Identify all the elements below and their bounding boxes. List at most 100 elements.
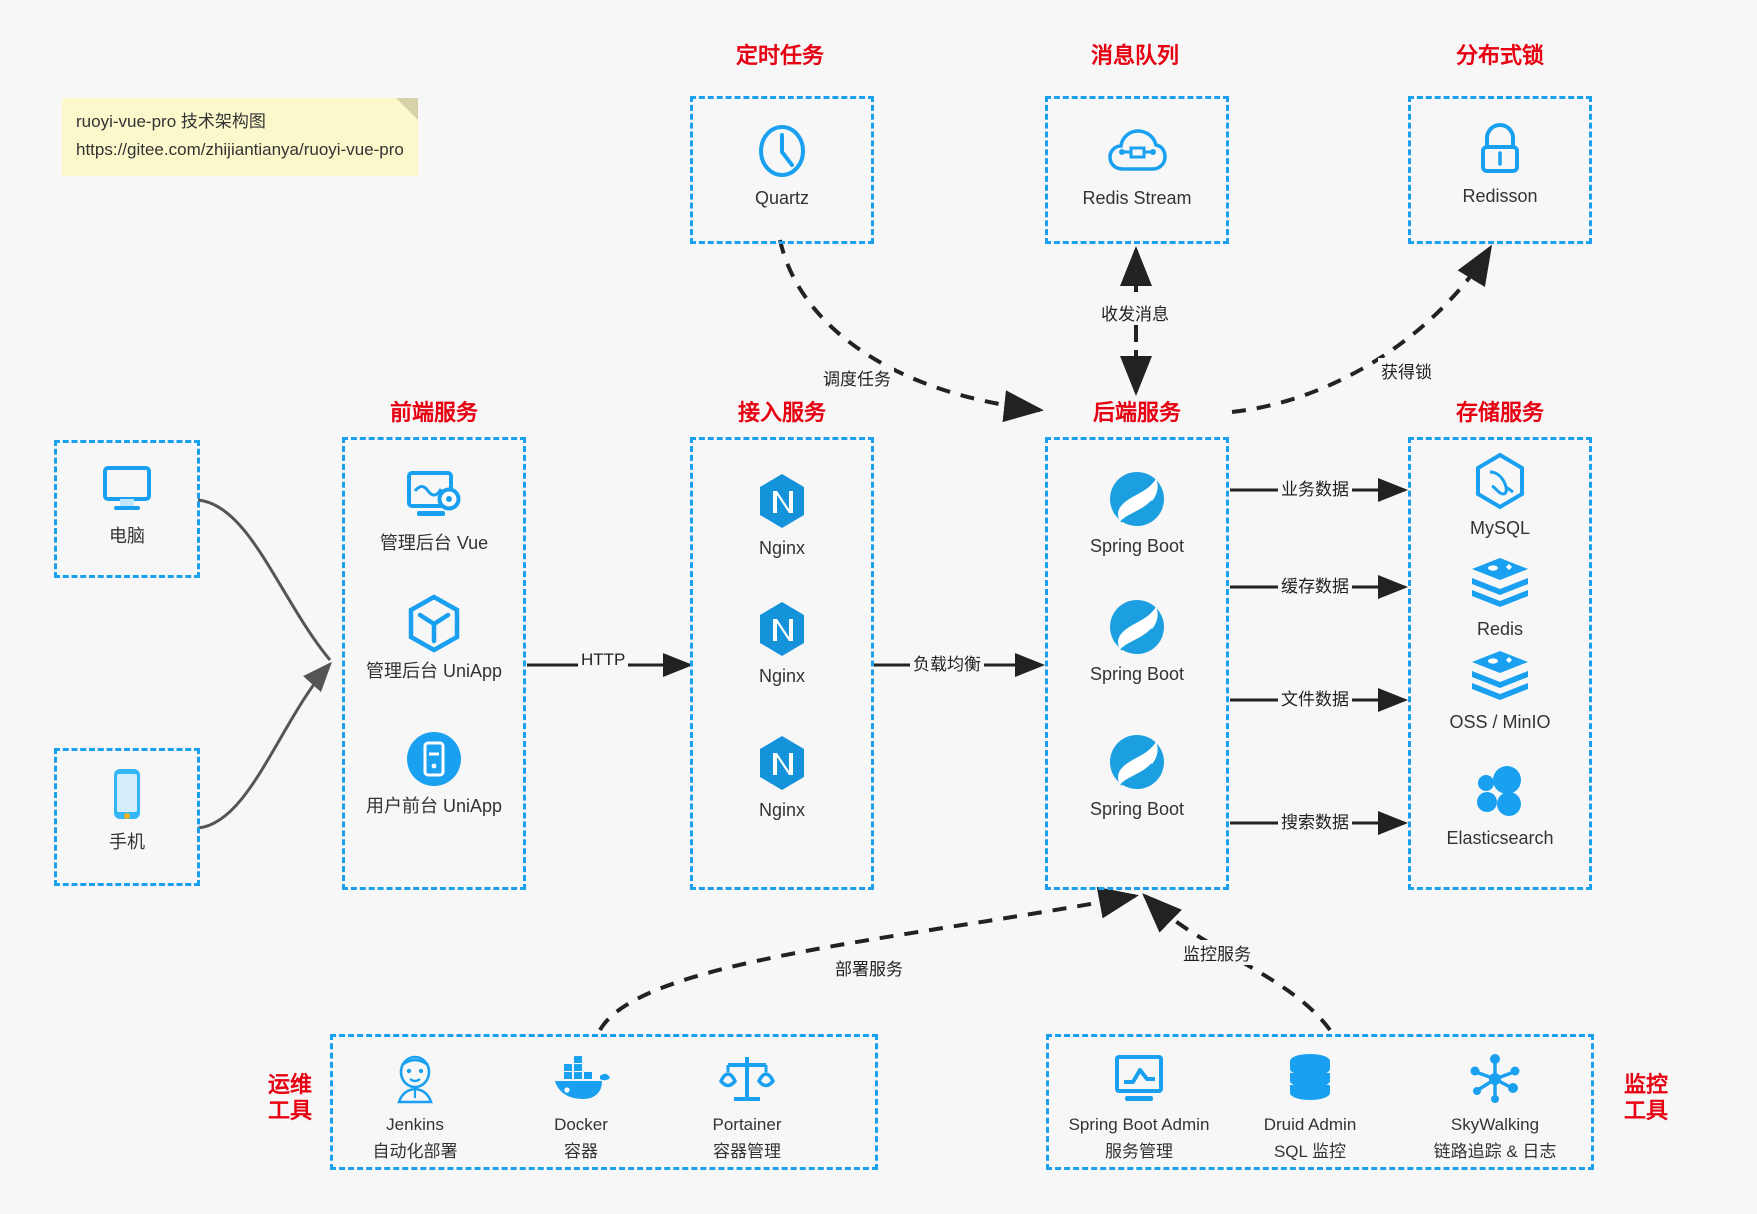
caption-monitoring-tools: 监控 工具 <box>1606 1072 1686 1125</box>
node-druid-admin[interactable]: Druid Admin SQL 监控 <box>1225 1048 1395 1164</box>
caption-monitoring-line-2: 工具 <box>1623 1098 1668 1124</box>
edge-label-http: HTTP <box>578 650 629 670</box>
node-label: 用户前台 UniApp <box>365 796 503 816</box>
clock-icon <box>702 120 862 182</box>
node-redis[interactable]: Redis <box>1420 551 1580 641</box>
node-label: Jenkins <box>386 1115 444 1134</box>
node-nginx-1[interactable]: Nginx <box>702 470 862 560</box>
node-label: Portainer <box>712 1115 782 1134</box>
node-mobile[interactable]: 手机 <box>47 764 207 854</box>
node-label: Redis Stream <box>1082 188 1192 208</box>
node-label: OSS / MinIO <box>1449 712 1551 732</box>
caption-distributed-lock: 分布式锁 <box>1455 43 1544 68</box>
group-distributed-lock <box>1408 96 1592 244</box>
node-spring-boot-admin[interactable]: Spring Boot Admin 服务管理 <box>1046 1048 1232 1164</box>
group-client-desktop <box>54 440 200 578</box>
group-access-service <box>690 437 874 890</box>
edge-label-cache-data: 缓存数据 <box>1278 572 1352 597</box>
node-label: Redisson <box>1462 186 1538 206</box>
group-scheduled-task <box>690 96 874 244</box>
node-redis-stream[interactable]: Redis Stream <box>1057 120 1217 210</box>
node-label: Docker <box>554 1115 608 1134</box>
node-skywalking[interactable]: SkyWalking 链路追踪 & 日志 <box>1400 1048 1590 1164</box>
caption-devops-line-2: 工具 <box>267 1098 312 1124</box>
node-label: SkyWalking <box>1450 1115 1540 1134</box>
admin-dashboard-icon <box>354 465 514 527</box>
edge-label-load-balance: 负载均衡 <box>910 650 984 675</box>
edge-schedule-task <box>778 239 1044 423</box>
group-frontend-service <box>342 437 526 890</box>
mobile-icon <box>47 764 207 826</box>
node-spring-boot-3[interactable]: Spring Boot <box>1057 731 1217 821</box>
docker-icon <box>498 1048 664 1110</box>
cloud-stream-icon <box>1057 120 1217 182</box>
desktop-icon <box>47 458 207 520</box>
cube-icon <box>354 593 514 655</box>
edge-label-acquire-lock: 获得锁 <box>1378 358 1435 383</box>
node-user-uniapp[interactable]: 用户前台 UniApp <box>354 728 514 818</box>
node-label: 电脑 <box>109 526 145 546</box>
node-elasticsearch[interactable]: Elasticsearch <box>1420 760 1580 850</box>
app-circle-icon <box>354 728 514 790</box>
caption-storage-service: 存储服务 <box>1455 400 1544 425</box>
node-redisson[interactable]: Redisson <box>1420 118 1580 208</box>
spring-boot-admin-icon <box>1046 1048 1232 1110</box>
note-line-1: ruoyi-vue-pro 技术架构图 <box>76 112 266 131</box>
note-line-2: https://gitee.com/zhijiantianya/ruoyi-vu… <box>76 140 404 160</box>
node-label: Elasticsearch <box>1446 828 1554 848</box>
node-docker[interactable]: Docker 容器 <box>498 1048 664 1164</box>
spring-leaf-icon <box>1057 468 1217 530</box>
group-message-queue <box>1045 96 1229 244</box>
node-label: 管理后台 UniApp <box>365 661 503 681</box>
node-spring-boot-1[interactable]: Spring Boot <box>1057 468 1217 558</box>
node-oss-minio[interactable]: OSS / MinIO <box>1420 644 1580 734</box>
node-nginx-3[interactable]: Nginx <box>702 732 862 822</box>
edge-label-business-data: 业务数据 <box>1278 475 1352 500</box>
edge-label-monitor-service: 监控服务 <box>1180 940 1254 965</box>
druid-db-icon <box>1225 1048 1395 1110</box>
edge-label-search-data: 搜索数据 <box>1278 808 1352 833</box>
oss-icon <box>1420 644 1580 706</box>
group-devops-tools <box>330 1034 878 1170</box>
spring-leaf-icon <box>1057 731 1217 793</box>
node-jenkins[interactable]: Jenkins 自动化部署 <box>332 1048 498 1164</box>
node-label: Nginx <box>758 538 806 558</box>
node-label: Redis <box>1476 619 1524 639</box>
node-sublabel: 服务管理 <box>1105 1141 1173 1161</box>
note-fold-icon <box>395 98 418 120</box>
edge-deploy-service <box>598 886 1139 1031</box>
nginx-icon <box>702 732 862 794</box>
mysql-icon <box>1420 450 1580 512</box>
group-client-mobile <box>54 748 200 886</box>
title-note: ruoyi-vue-pro 技术架构图 https://gitee.com/zh… <box>62 98 418 177</box>
node-quartz[interactable]: Quartz <box>702 120 862 210</box>
caption-devops-line-1: 运维 <box>267 1072 312 1097</box>
caption-monitoring-line-1: 监控 <box>1623 1072 1668 1097</box>
node-portainer[interactable]: Portainer 容器管理 <box>664 1048 830 1164</box>
node-nginx-2[interactable]: Nginx <box>702 598 862 688</box>
node-admin-uniapp[interactable]: 管理后台 UniApp <box>354 593 514 683</box>
nginx-icon <box>702 598 862 660</box>
node-desktop[interactable]: 电脑 <box>47 458 207 548</box>
edge-acquire-lock <box>1231 244 1493 414</box>
node-sublabel: 容器 <box>564 1141 598 1161</box>
caption-scheduled-task: 定时任务 <box>735 43 824 68</box>
edge-mobile-to-frontend <box>197 661 332 830</box>
node-mysql[interactable]: MySQL <box>1420 450 1580 540</box>
jenkins-icon <box>332 1048 498 1110</box>
node-label: 手机 <box>109 832 145 852</box>
node-spring-boot-2[interactable]: Spring Boot <box>1057 596 1217 686</box>
group-backend-service <box>1045 437 1229 890</box>
node-admin-vue[interactable]: 管理后台 Vue <box>354 465 514 555</box>
edge-label-deploy-service: 部署服务 <box>832 955 906 980</box>
edge-label-file-data: 文件数据 <box>1278 685 1352 710</box>
caption-access-service: 接入服务 <box>737 400 826 425</box>
caption-backend-service: 后端服务 <box>1092 400 1181 425</box>
caption-frontend-service: 前端服务 <box>389 400 478 425</box>
portainer-icon <box>664 1048 830 1110</box>
node-label: Nginx <box>758 800 806 820</box>
node-sublabel: 链路追踪 & 日志 <box>1433 1141 1557 1161</box>
redis-icon <box>1420 551 1580 613</box>
lock-icon <box>1420 118 1580 180</box>
